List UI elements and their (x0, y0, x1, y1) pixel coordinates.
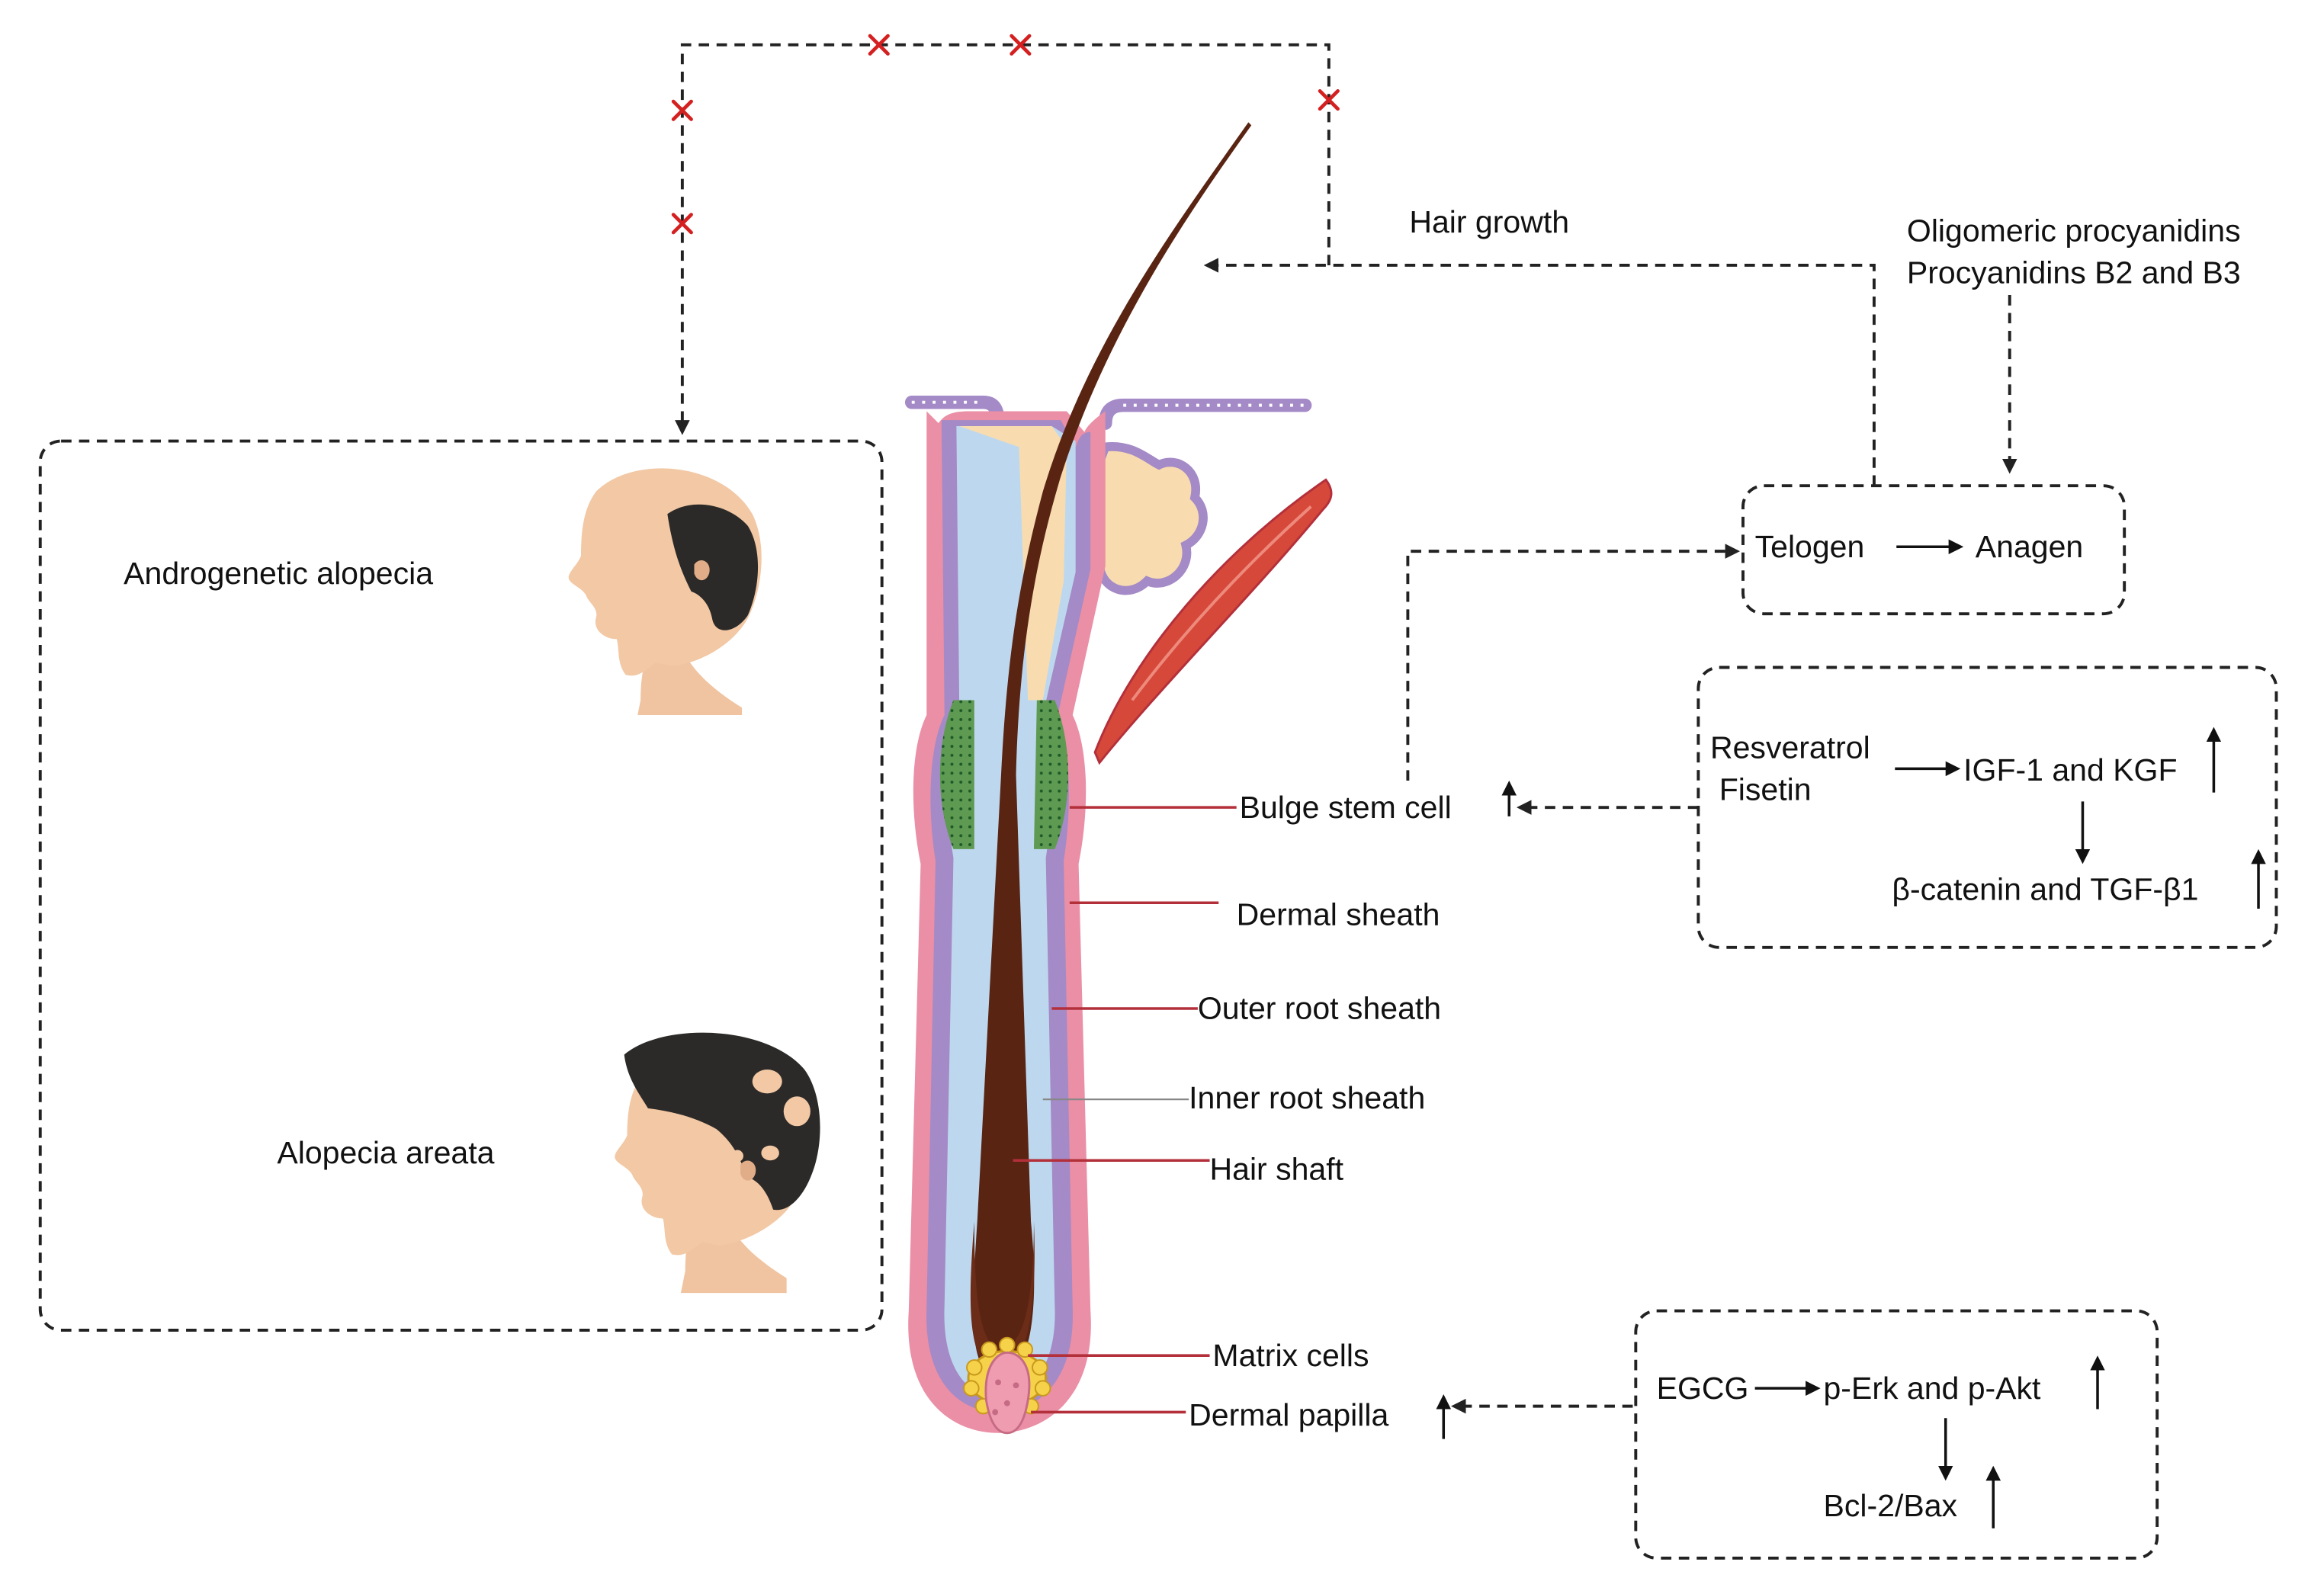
label-telogen: Telogen (1755, 529, 1865, 564)
label-anagen: Anagen (1976, 529, 2083, 564)
label-perk-pakt: p-Erk and p-Akt (1824, 1371, 2042, 1406)
inhibition-path (675, 43, 1331, 435)
hair-follicle-illustration (904, 122, 1333, 1435)
arrector-pili-muscle (1093, 478, 1333, 765)
x-mark-icon (1010, 34, 1032, 56)
label-dermal-papilla: Dermal papilla (1189, 1397, 1388, 1432)
label-procyanidins-b2-b3: Procyanidins B2 and B3 (1907, 255, 2241, 290)
label-igf1-kgf: IGF-1 and KGF (1963, 752, 2177, 787)
label-hair-shaft: Hair shaft (1210, 1152, 1344, 1187)
label-matrix-cells: Matrix cells (1212, 1338, 1369, 1373)
label-bcl2-bax: Bcl-2/Bax (1824, 1488, 1958, 1523)
x-mark-icon (671, 99, 693, 121)
label-bulge-stem-cell: Bulge stem cell (1240, 790, 1452, 825)
inhibition-loop (675, 43, 1331, 435)
label-resveratrol: Resveratrol (1710, 730, 1870, 765)
conditions-panel (38, 439, 884, 1332)
label-inner-root-sheath: Inner root sheath (1189, 1080, 1425, 1115)
label-dermal-sheath: Dermal sheath (1237, 897, 1440, 932)
follicle-leader-lines (1013, 806, 1237, 1414)
x-mark-icon (1318, 89, 1340, 111)
label-beta-catenin-tgf: β-catenin and TGF-β1 (1892, 871, 2198, 906)
patchy-hair-head-illustration (615, 1032, 820, 1294)
inhibit-marks (671, 34, 1340, 235)
dermal-papilla (984, 1351, 1031, 1435)
hair-shaft-layer (973, 122, 1252, 1378)
label-outer-root-sheath: Outer root sheath (1198, 991, 1441, 1026)
egcg-box (1634, 1309, 2159, 1560)
label-egcg: EGCG (1657, 1371, 1749, 1406)
hair-cycle-box (1741, 484, 2127, 616)
label-fisetin: Fisetin (1719, 771, 1812, 807)
label-hair-growth: Hair growth (1409, 204, 1569, 239)
sebaceous-gland (1084, 442, 1208, 595)
label-oligomeric-procyanidins: Oligomeric procyanidins (1907, 213, 2241, 249)
hair-growth-arrow (1203, 258, 1876, 486)
x-mark-icon (868, 34, 890, 56)
condition-alopecia-areata: Alopecia areata (277, 1135, 494, 1170)
bulge-to-cycle-arrow (1406, 544, 1741, 781)
condition-androgenetic-alopecia: Androgenetic alopecia (124, 556, 433, 591)
balding-head-illustration (568, 468, 762, 716)
x-mark-icon (671, 213, 693, 235)
